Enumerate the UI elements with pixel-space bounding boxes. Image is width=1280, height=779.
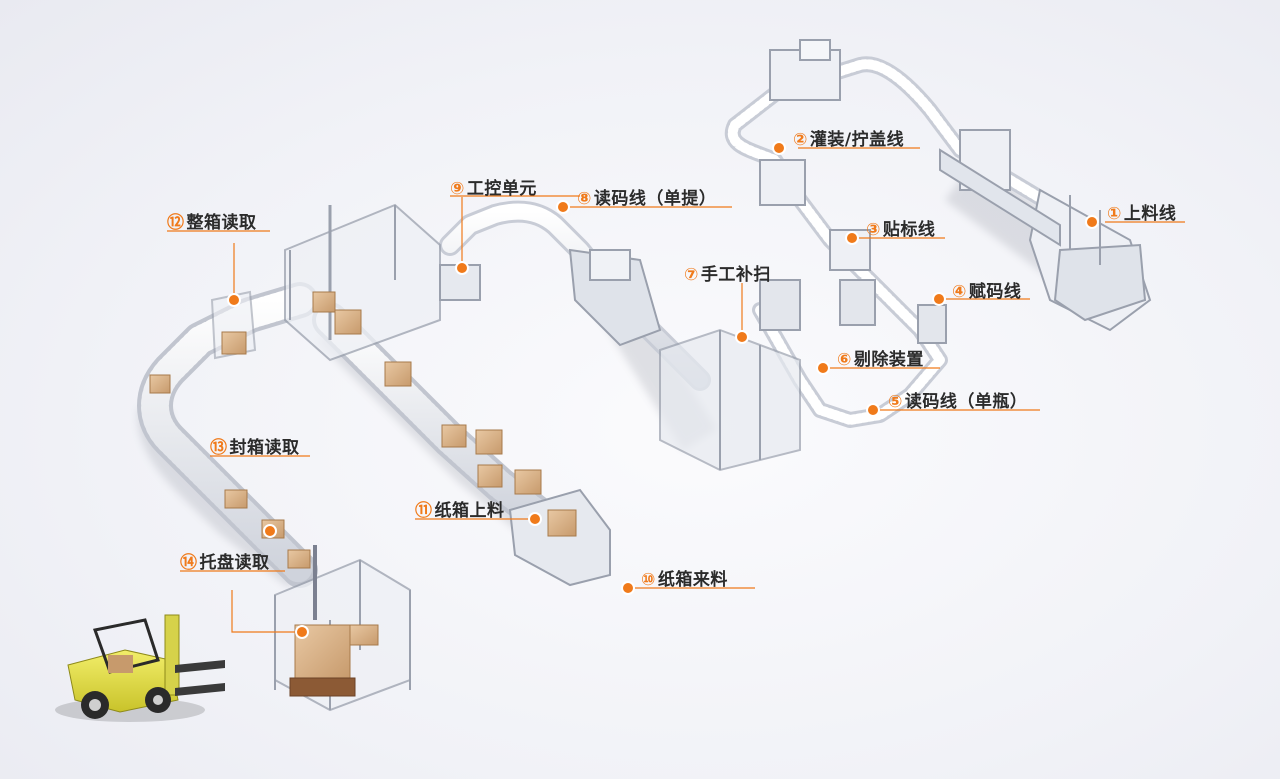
label-s14-number: ⑭ [180,553,198,573]
marker-s12 [227,293,241,307]
label-s12-text: 整箱读取 [186,213,257,233]
label-s3-number: ③ [866,220,881,240]
label-s2-number: ② [793,130,808,150]
label-s1-text: 上料线 [1123,204,1177,224]
label-s3-text: 贴标线 [882,220,936,240]
forklift-illustration [55,614,225,722]
label-s7-number: ⑦ [684,265,699,285]
filling-machine [769,39,1061,247]
marker-s5 [866,403,880,417]
marker-s6 [816,361,830,375]
pack-reader-machine [568,248,662,347]
marker-s11 [528,512,542,526]
marker-s9 [455,261,469,275]
pallet [289,677,356,697]
label-s5-text: 读码线（单瓶） [904,392,1028,412]
label-s10-text: 纸箱来料 [657,570,728,590]
label-s6-number: ⑥ [837,350,852,370]
label-s13-number: ⑬ [210,438,228,458]
marker-s4 [932,292,946,306]
label-s6-text: 剔除装置 [853,350,924,370]
label-s1-number: ① [1107,204,1122,224]
marker-s3 [845,231,859,245]
marker-s13 [263,524,277,538]
label-s8-text: 读码线（单提） [593,189,717,209]
label-s12-number: ⑫ [167,213,185,233]
marker-s2 [772,141,786,155]
label-s13-text: 封箱读取 [229,438,300,458]
label-s9-number: ⑨ [450,179,465,199]
label-s7-text: 手工补扫 [700,265,771,285]
marker-s8 [556,200,570,214]
label-s11-text: 纸箱上料 [434,501,505,521]
label-s11-number: ⑪ [415,501,433,521]
marker-s14 [295,625,309,639]
ground-shadow [137,160,1135,589]
labeling-machine [759,159,871,271]
coding-machine [839,279,947,344]
station-markers [227,141,1099,639]
label-s4-text: 赋码线 [968,282,1022,302]
marker-s10 [621,581,635,595]
leader-lines [167,147,1185,633]
gantry-robot [284,203,481,362]
label-s2-text: 灌装/拧盖线 [809,130,905,150]
label-s8-number: ⑧ [577,189,592,209]
marker-s7 [735,330,749,344]
label-s14-text: 托盘读取 [199,553,270,573]
marker-s1 [1085,215,1099,229]
manual-scan-station [659,279,801,472]
label-s5-number: ⑤ [888,392,903,412]
label-s9-text: 工控单元 [466,179,537,199]
label-s4-number: ④ [952,282,967,302]
label-s10-number: ⑩ [641,570,656,590]
